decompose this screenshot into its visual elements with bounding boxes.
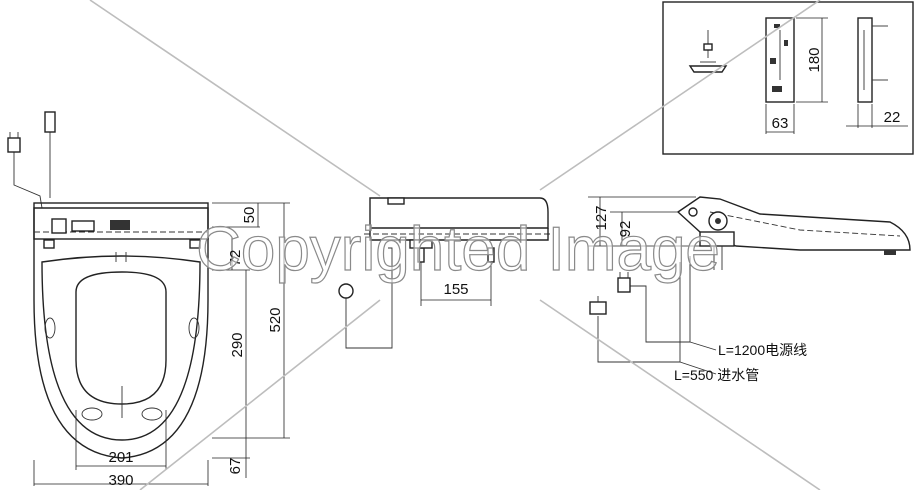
dim-63: 63 (772, 115, 789, 132)
watermark-line (539, 299, 821, 490)
leader-power (689, 341, 717, 351)
lid-button (387, 197, 405, 205)
plate-hole (770, 58, 776, 64)
body-side (369, 197, 549, 229)
dim-520: 520 (267, 307, 284, 332)
watermark: Copyrighted Image (89, 0, 821, 490)
bumper-left (44, 317, 56, 339)
hinge-pin (715, 218, 721, 224)
plate-hole (772, 86, 782, 92)
plate-hole (784, 40, 788, 46)
power-cable (13, 150, 43, 209)
power-plug (7, 137, 21, 153)
bracket (409, 239, 433, 249)
lid-contour (709, 211, 901, 237)
dim-92: 92 (617, 221, 634, 238)
power-cable (630, 258, 691, 343)
bumper-front-left (81, 407, 103, 421)
side-view-right: 127 92 L=1200电源线 L=550 进水管 (588, 196, 911, 383)
top-view: 50 72 290 520 67 201 390 (7, 111, 290, 489)
dim-127: 127 (593, 205, 610, 230)
plate-hole (774, 24, 780, 28)
dim-180: 180 (806, 47, 823, 72)
watermark-line (539, 0, 821, 191)
dim-155: 155 (443, 281, 468, 298)
valve (71, 220, 95, 232)
inset-frame (662, 1, 914, 155)
dim-72: 72 (227, 250, 244, 267)
control-port (51, 218, 67, 234)
side-view-middle: 155 (338, 197, 552, 349)
water-hose (345, 247, 393, 349)
bumper-front-right (141, 407, 163, 421)
dim-50: 50 (241, 207, 258, 224)
bolt-nut (703, 43, 713, 51)
leader-hose (679, 361, 717, 375)
dim-22: 22 (884, 109, 901, 126)
seat-outline (33, 207, 209, 459)
water-hose-label: L=550 进水管 (674, 367, 759, 383)
body-base (369, 228, 549, 241)
base-block (699, 231, 735, 247)
plate-side-outline (857, 17, 873, 103)
fixing-bolt-detail (688, 30, 728, 73)
bumper-right (188, 317, 200, 339)
seat-opening (75, 271, 167, 405)
plate-outline (765, 17, 795, 103)
seat-side (676, 196, 911, 251)
hose-fitting (589, 301, 607, 315)
power-plug (617, 277, 631, 293)
watermark-line (139, 299, 381, 490)
dim-290: 290 (229, 332, 246, 357)
hinge-left (43, 239, 55, 249)
hinge-small (688, 207, 698, 217)
hinge-right (189, 239, 201, 249)
mounting-plate-front (765, 17, 795, 103)
dim-201: 201 (108, 449, 133, 466)
dim-67: 67 (227, 458, 244, 475)
mounting-plate-side (857, 17, 888, 103)
dim-390: 390 (108, 472, 133, 489)
inset-panel: 180 63 22 (662, 1, 914, 155)
watermark-line (89, 0, 381, 197)
body-housing (33, 202, 209, 240)
seat-inner (41, 255, 201, 441)
nozzle-unit (110, 220, 130, 230)
power-cord-label: L=1200电源线 (718, 342, 807, 358)
hose-fitting (338, 283, 354, 299)
foot (884, 250, 896, 255)
water-connector (44, 111, 56, 133)
watermark-text: Copyrighted Image (196, 215, 720, 284)
